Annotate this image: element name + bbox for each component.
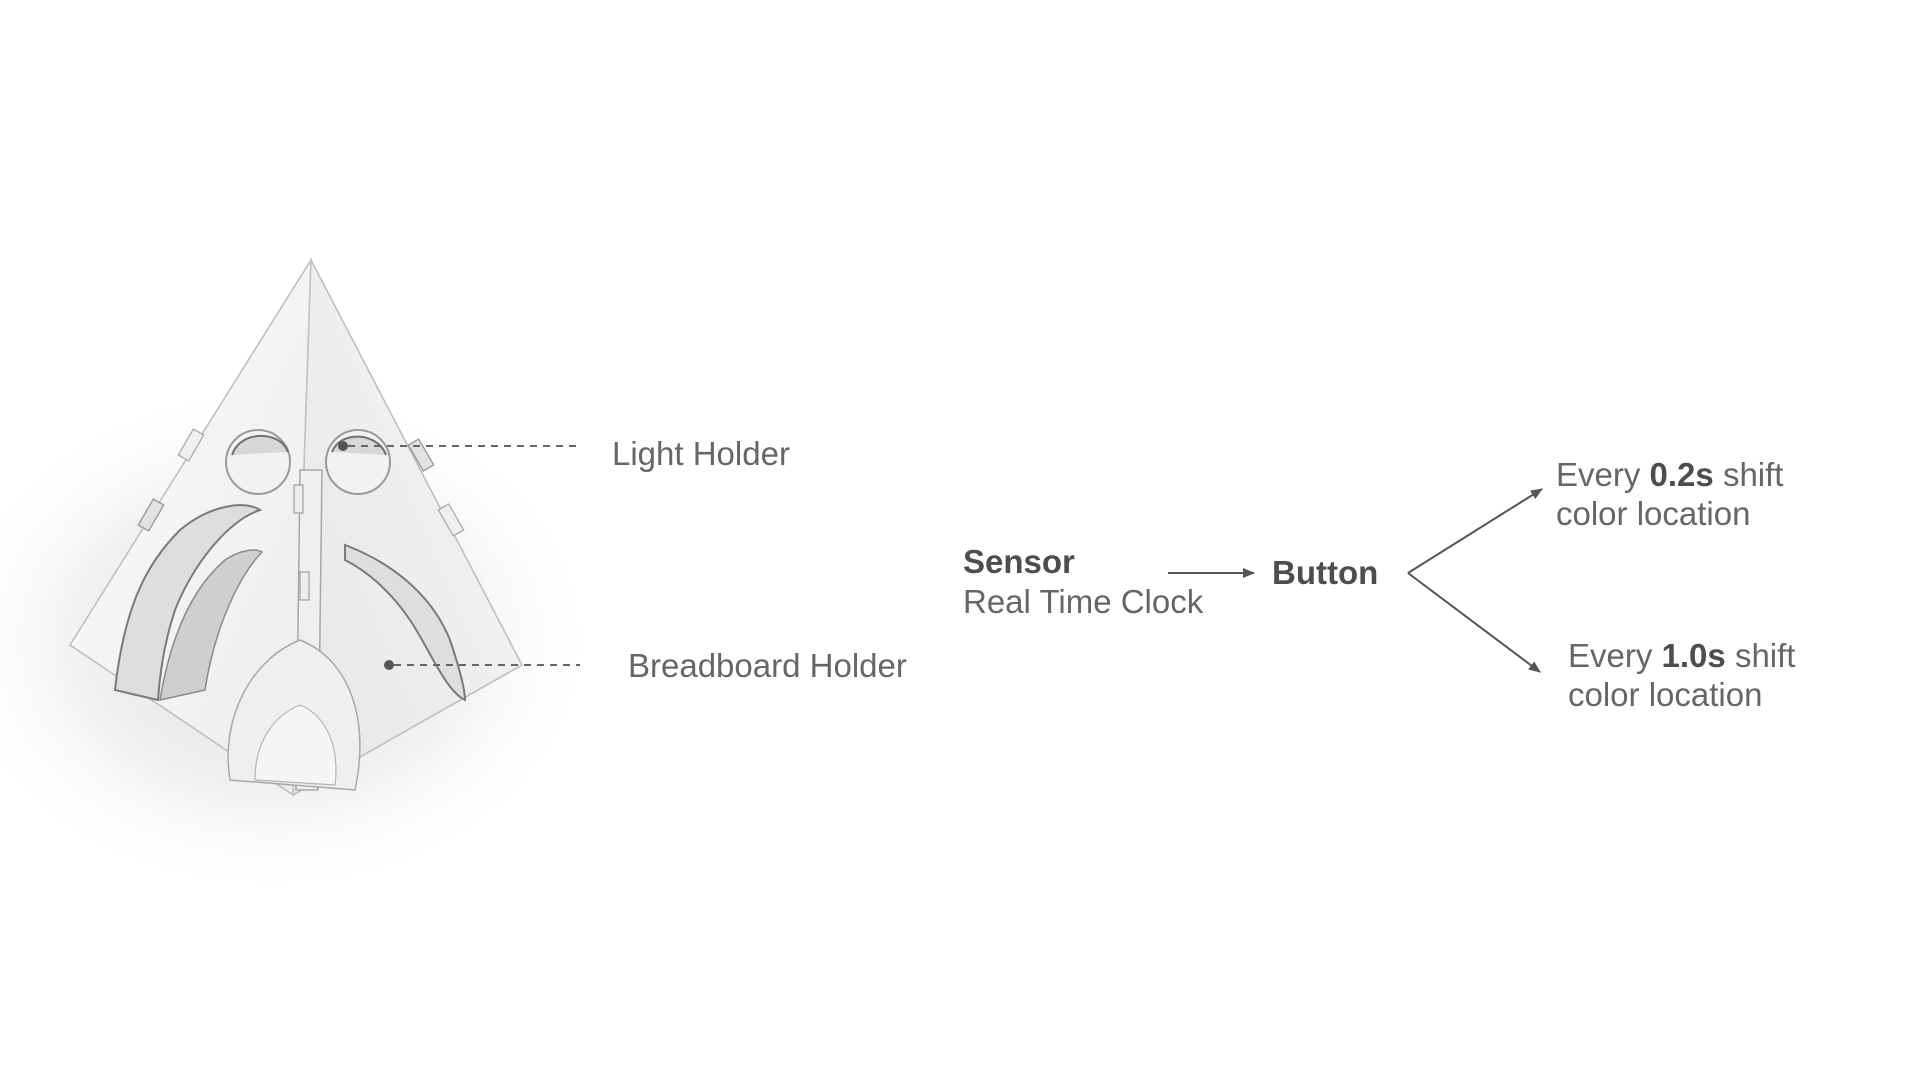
outcome-fast-value: 0.2s [1649, 456, 1714, 493]
left-arch-cutout [113, 504, 263, 702]
outcome-slow-value: 1.0s [1661, 637, 1726, 674]
tab [437, 503, 465, 537]
outcome-slow-line2: color location [1568, 676, 1763, 713]
pyramid-model [68, 257, 523, 797]
outcome-slow: Every 1.0s shift color location [1568, 636, 1795, 714]
outcome-slow-prefix: Every [1568, 637, 1653, 674]
sensor-title: Sensor [963, 543, 1075, 580]
left-ring-inner [231, 434, 289, 456]
outcome-fast-suffix: shift [1722, 456, 1784, 493]
outcome-fast-prefix: Every [1556, 456, 1641, 493]
button-to-fast-arrow [1407, 488, 1543, 574]
light-holder-anchor-dot [338, 441, 348, 451]
tab [293, 484, 304, 514]
tab [137, 498, 165, 532]
bottom-inner-lobe [254, 704, 337, 786]
tab [177, 428, 205, 462]
button-to-slow-arrow [1407, 572, 1541, 673]
breadboard-holder-leader [384, 660, 580, 670]
button-node: Button [1272, 554, 1379, 591]
light-holder-label: Light Holder [612, 435, 790, 472]
right-arch-cutout [344, 543, 467, 702]
right-ring-inner [331, 435, 387, 456]
tab [299, 571, 310, 601]
breadboard-holder-label: Breadboard Holder [628, 647, 907, 684]
tab [407, 438, 435, 472]
outcome-fast: Every 0.2s shift color location [1556, 455, 1783, 533]
outcome-fast-line2: color location [1556, 495, 1751, 532]
breadboard-holder-anchor-dot [384, 660, 394, 670]
left-inner-slot [159, 549, 264, 701]
sensor-subtitle: Real Time Clock [963, 583, 1204, 620]
light-holder-leader [338, 441, 580, 451]
outcome-slow-suffix: shift [1734, 637, 1796, 674]
